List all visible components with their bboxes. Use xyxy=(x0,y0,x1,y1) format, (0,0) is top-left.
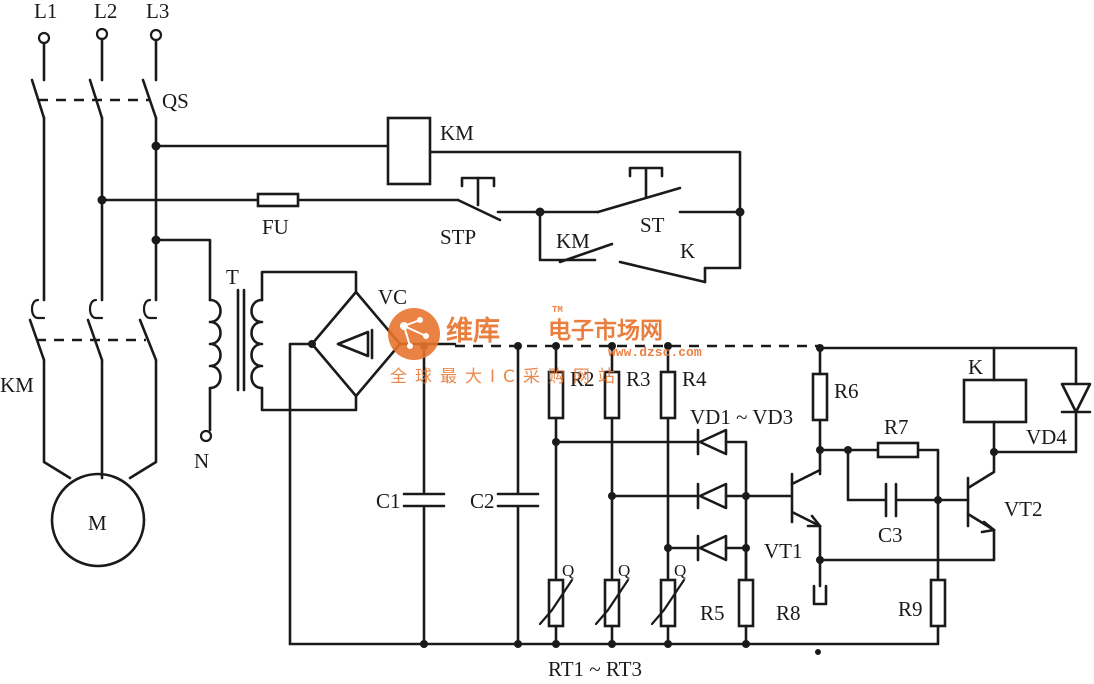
label-n: N xyxy=(194,449,209,473)
label-l3: L3 xyxy=(146,0,169,23)
label-theta-rt3: Q xyxy=(674,561,686,580)
label-r3: R3 xyxy=(626,367,651,391)
ground-rail xyxy=(288,624,940,646)
bridge-rectifier xyxy=(288,290,402,646)
stp-stop-button xyxy=(456,176,502,222)
label-vt2: VT2 xyxy=(1004,497,1043,521)
label-r2: R2 xyxy=(570,367,595,391)
label-vt1: VT1 xyxy=(764,539,803,563)
label-stp: STP xyxy=(440,225,476,249)
label-rt1-rt3: RT1 ~ RT3 xyxy=(548,657,642,681)
label-vd4: VD4 xyxy=(1026,425,1067,449)
transistor-vt1 xyxy=(790,468,822,588)
label-vc: VC xyxy=(378,285,407,309)
km-main-contacts xyxy=(28,298,158,480)
label-t: T xyxy=(226,265,239,289)
label-theta-rt2: Q xyxy=(618,561,630,580)
label-c3: C3 xyxy=(878,523,903,547)
label-k-contact: K xyxy=(680,239,695,263)
capacitor-c3 xyxy=(884,482,898,518)
label-l2: L2 xyxy=(94,0,117,23)
label-st: ST xyxy=(640,213,665,237)
resistor-r4 xyxy=(659,370,677,420)
label-r9: R9 xyxy=(898,597,923,621)
label-l1: L1 xyxy=(34,0,57,23)
st-start-button xyxy=(596,166,682,214)
label-c2: C2 xyxy=(470,489,495,513)
label-km-coil: KM xyxy=(440,121,474,145)
label-m: M xyxy=(88,511,107,535)
label-r4: R4 xyxy=(682,367,707,391)
label-qs: QS xyxy=(162,89,189,113)
label-vd1-vd3: VD1 ~ VD3 xyxy=(690,405,793,429)
motor xyxy=(50,472,146,568)
diode-vd4 xyxy=(992,382,1092,454)
thermistor-rt2 xyxy=(594,578,630,646)
transistor-vt2 xyxy=(818,450,996,562)
label-fu: FU xyxy=(262,215,289,239)
control-wiring xyxy=(100,144,742,302)
label-km-aux: KM xyxy=(556,229,590,253)
resistor-r7 xyxy=(876,441,920,459)
label-r5: R5 xyxy=(700,601,725,625)
diode-vd1 xyxy=(554,428,748,602)
watermark-tm: TM xyxy=(552,305,563,315)
watermark: 维库 电子市场网 TM www.dzsc.com 全球最大IC采购网站 xyxy=(388,305,702,387)
relay-k xyxy=(962,378,1028,424)
label-r8: R8 xyxy=(776,601,801,625)
resistor-r9 xyxy=(929,578,947,628)
fu-fuse xyxy=(256,192,300,208)
supply-terminals xyxy=(37,27,163,82)
thermistor-rt3 xyxy=(650,578,686,646)
watermark-brand: 维库 xyxy=(446,316,500,347)
watermark-logo-icon xyxy=(388,308,440,360)
watermark-slogan: 全球最大IC采购网站 xyxy=(390,367,623,387)
resistor-r6 xyxy=(811,372,829,422)
diode-vd3 xyxy=(666,534,748,562)
label-k-relay: K xyxy=(968,355,983,379)
resistor-r8 xyxy=(812,584,828,606)
transformer xyxy=(199,270,358,443)
watermark-brand-rest: 电子市场网 xyxy=(548,317,663,344)
label-km-main: KM xyxy=(0,373,34,397)
label-theta-rt1: Q xyxy=(562,561,574,580)
label-r6: R6 xyxy=(834,379,859,403)
watermark-url: www.dzsc.com xyxy=(608,345,702,360)
capacitor-c1 xyxy=(402,344,446,646)
qs-switch xyxy=(30,78,158,302)
label-r7: R7 xyxy=(884,415,909,439)
c3-wire xyxy=(846,448,970,502)
thermistor-rt1 xyxy=(538,578,574,646)
label-c1: C1 xyxy=(376,489,401,513)
capacitor-c2 xyxy=(496,344,540,646)
km-coil xyxy=(386,116,432,186)
diode-vd2 xyxy=(610,482,792,510)
km-aux-contact xyxy=(558,242,614,264)
resistor-r5 xyxy=(737,578,755,628)
